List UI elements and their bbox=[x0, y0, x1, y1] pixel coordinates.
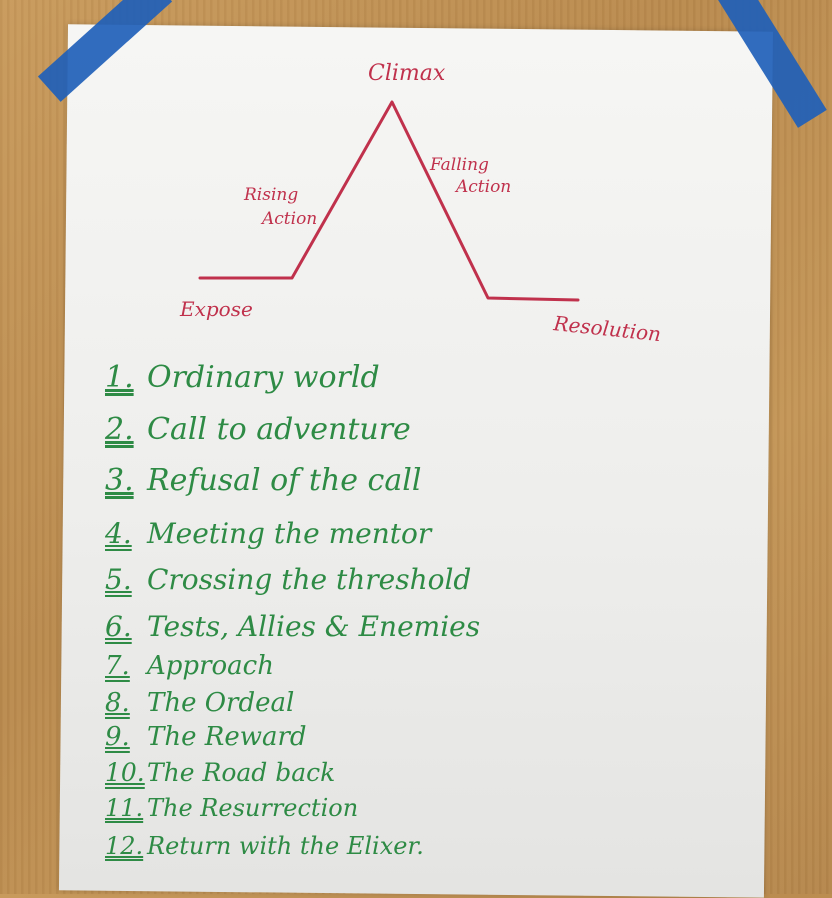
list-item: 8.The Ordeal bbox=[105, 688, 295, 718]
expose-label: Expose bbox=[179, 297, 253, 321]
rising-action-label-line2: Action bbox=[260, 209, 317, 229]
resolution-label: Resolution bbox=[551, 311, 662, 346]
list-item: 11.The Resurrection bbox=[105, 794, 359, 822]
list-item: 10.The Road back bbox=[105, 758, 336, 787]
list-item: 2.Call to adventure bbox=[105, 412, 411, 447]
list-item: 4.Meeting the mentor bbox=[105, 517, 432, 550]
list-item: 9.The Reward bbox=[105, 722, 307, 752]
list-item: 6.Tests, Allies & Enemies bbox=[105, 610, 481, 643]
list-item: 7.Approach bbox=[105, 651, 274, 681]
plot-line bbox=[198, 100, 580, 302]
list-item: 3.Refusal of the call bbox=[105, 463, 422, 498]
list-item: 1.Ordinary world bbox=[105, 360, 380, 395]
falling-action-label-line2: Action bbox=[454, 177, 511, 197]
list-item: 12.Return with the Elixer. bbox=[105, 832, 424, 860]
plot-diagram: Climax Rising Action Falling Action Expo… bbox=[179, 61, 662, 346]
climax-label: Climax bbox=[368, 61, 446, 86]
rising-action-label-line1: Rising bbox=[243, 185, 298, 205]
falling-action-label-line1: Falling bbox=[429, 155, 489, 175]
list-item: 5.Crossing the threshold bbox=[105, 563, 472, 596]
